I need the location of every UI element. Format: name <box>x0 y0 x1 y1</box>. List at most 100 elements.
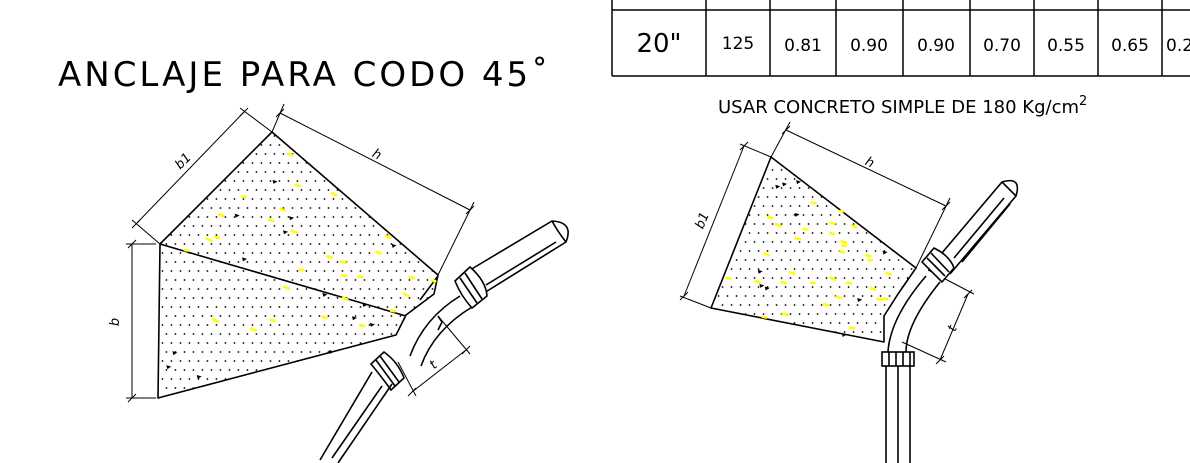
stipple-dot <box>269 216 272 218</box>
aggregate-mark <box>283 285 291 291</box>
gravel-mark <box>794 212 800 217</box>
stipple-dot <box>816 313 819 315</box>
stipple-dot <box>224 306 227 308</box>
stipple-dot <box>251 180 254 182</box>
stipple-dot <box>888 277 891 279</box>
stipple-dot <box>852 223 855 225</box>
stipple-dot <box>269 324 272 326</box>
aggregate-mark <box>766 215 774 220</box>
stipple-dot <box>870 295 873 297</box>
stipple-dot <box>251 252 254 254</box>
stipple-dot <box>829 286 832 288</box>
stipple-dot <box>771 205 774 207</box>
stipple-dot <box>345 279 348 281</box>
stipple-dot <box>377 324 380 326</box>
stipple-dot <box>368 270 371 272</box>
stipple-dot <box>179 252 182 254</box>
stipple-dot <box>798 187 801 189</box>
stipple-dot <box>395 306 398 308</box>
stipple-dot <box>395 288 398 290</box>
stipple-dot <box>748 304 751 306</box>
stipple-dot <box>278 288 281 290</box>
stipple-dot <box>278 180 281 182</box>
aggregate-mark <box>294 183 301 188</box>
stipple-dot <box>309 351 312 353</box>
stipple-dot <box>165 243 168 245</box>
stipple-dot <box>784 214 787 216</box>
stipple-dot <box>237 279 240 281</box>
aggregate-mark <box>320 315 328 320</box>
stipple-dot <box>210 351 213 353</box>
dim-h <box>271 103 475 276</box>
stipple-dot <box>269 342 272 344</box>
stipple-dot <box>210 315 213 317</box>
stipple-dot <box>323 216 326 218</box>
stipple-dot <box>251 288 254 290</box>
gravel-mark <box>775 184 781 189</box>
stipple-dot <box>242 342 245 344</box>
stipple-dot <box>273 315 276 317</box>
stipple-dot <box>744 241 747 243</box>
stipple-dot <box>197 216 200 218</box>
left-pipe-coupling-upper <box>454 265 488 310</box>
stipple-dot <box>260 360 263 362</box>
stipple-dot <box>825 205 828 207</box>
stipple-dot <box>789 277 792 279</box>
stipple-dot <box>748 250 751 252</box>
stipple-dot <box>811 322 814 324</box>
stipple-dot <box>377 270 380 272</box>
stipple-dot <box>269 306 272 308</box>
stipple-dot <box>363 225 366 227</box>
stipple-dot <box>323 342 326 344</box>
stipple-dot <box>237 297 240 299</box>
stipple-dot <box>215 270 218 272</box>
aggregate-mark <box>869 286 877 291</box>
stipple-dot <box>780 205 783 207</box>
stipple-dot <box>739 304 742 306</box>
stipple-dot <box>242 288 245 290</box>
stipple-dot <box>811 304 814 306</box>
stipple-dot <box>197 234 200 236</box>
stipple-dot <box>300 243 303 245</box>
stipple-dot <box>215 198 218 200</box>
stipple-dot <box>318 189 321 191</box>
stipple-dot <box>269 234 272 236</box>
stipple-dot <box>215 324 218 326</box>
stipple-dot <box>165 261 168 263</box>
stipple-dot <box>350 306 353 308</box>
stipple-dot <box>314 270 317 272</box>
left-pipe-lower <box>319 371 393 463</box>
stipple-dot <box>784 286 787 288</box>
stipple-dot <box>183 243 186 245</box>
stipple-dot <box>188 360 191 362</box>
stipple-dot <box>336 189 339 191</box>
stipple-dot <box>246 189 249 191</box>
stipple-dot <box>300 171 303 173</box>
stipple-dot <box>228 333 231 335</box>
stipple-dot <box>327 333 330 335</box>
stipple-dot <box>219 225 222 227</box>
stipple-dot <box>399 261 402 263</box>
stipple-dot <box>291 279 294 281</box>
stipple-dot <box>287 234 290 236</box>
stipple-dot <box>771 313 774 315</box>
stipple-dot <box>744 259 747 261</box>
gravel-mark <box>328 350 334 355</box>
gravel-mark <box>166 365 172 370</box>
stipple-dot <box>748 232 751 234</box>
stipple-dot <box>309 297 312 299</box>
stipple-dot <box>237 261 240 263</box>
stipple-dot <box>350 270 353 272</box>
stipple-dot <box>161 270 164 272</box>
stipple-dot <box>278 270 281 272</box>
stipple-dot <box>179 342 182 344</box>
stipple-dot <box>215 360 218 362</box>
stipple-dot <box>359 306 362 308</box>
stipple-dot <box>318 351 321 353</box>
stipple-dot <box>820 250 823 252</box>
stipple-dot <box>861 277 864 279</box>
stipple-dot <box>165 387 168 389</box>
stipple-dot <box>341 306 344 308</box>
stipple-dot <box>237 207 240 209</box>
